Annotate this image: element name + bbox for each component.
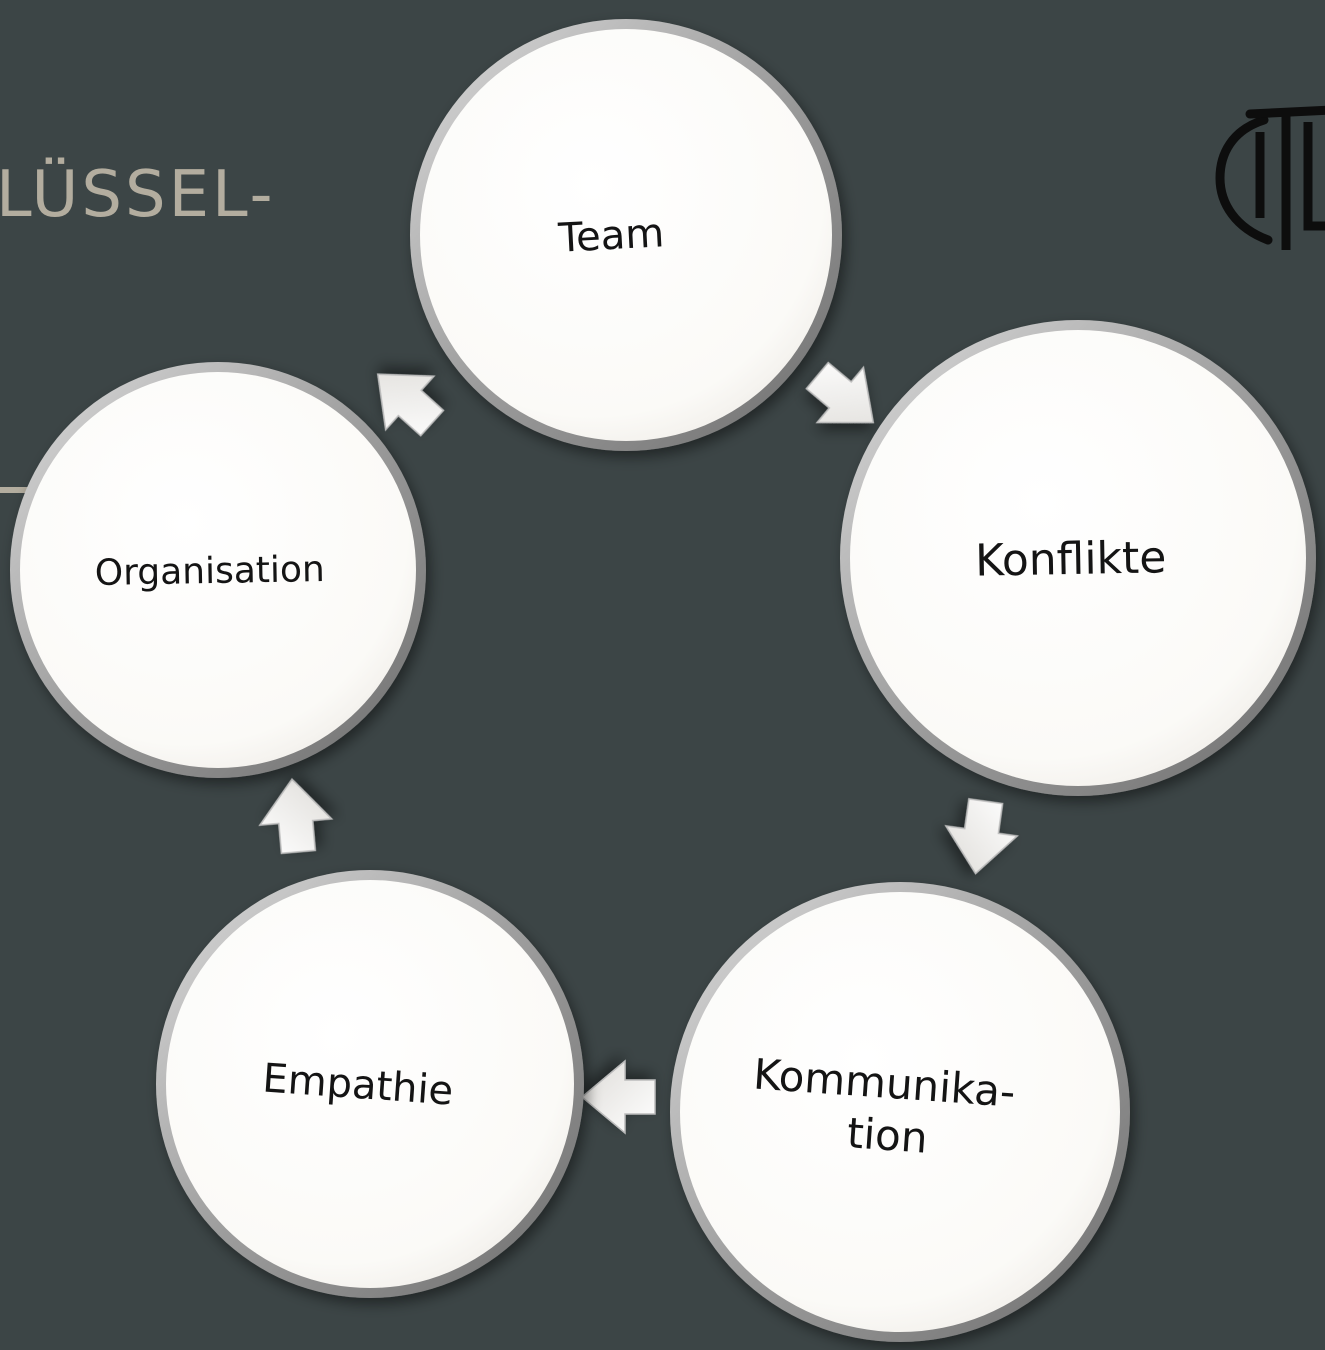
cycle-node-organisation: Organisation — [10, 362, 426, 778]
heading-rule — [0, 487, 42, 493]
cycle-arrow-organisation-to-team — [376, 373, 445, 437]
cycle-arrow-kommunikation-to-empathie — [580, 1059, 656, 1135]
cycle-arrow-konflikte-to-kommunikation — [944, 798, 1019, 875]
cycle-node-organisation-label: Organisation — [94, 549, 325, 594]
cycle-arrow-team-to-konflikte — [805, 361, 875, 424]
cycle-node-konflikte-label: Konflikte — [975, 532, 1167, 586]
slide-heading: LÜSSEL- — [0, 158, 276, 232]
logo-mark-icon — [1215, 105, 1325, 250]
cycle-node-team: Team — [410, 19, 842, 451]
cycle-node-konflikte: Konflikte — [840, 320, 1316, 796]
cycle-node-empathie: Empathie — [156, 870, 584, 1298]
cycle-node-team-label: Team — [556, 210, 665, 262]
cycle-node-kommunikation: Kommunika- tion — [670, 882, 1130, 1342]
cycle-arrow-empathie-to-organisation — [258, 778, 334, 855]
